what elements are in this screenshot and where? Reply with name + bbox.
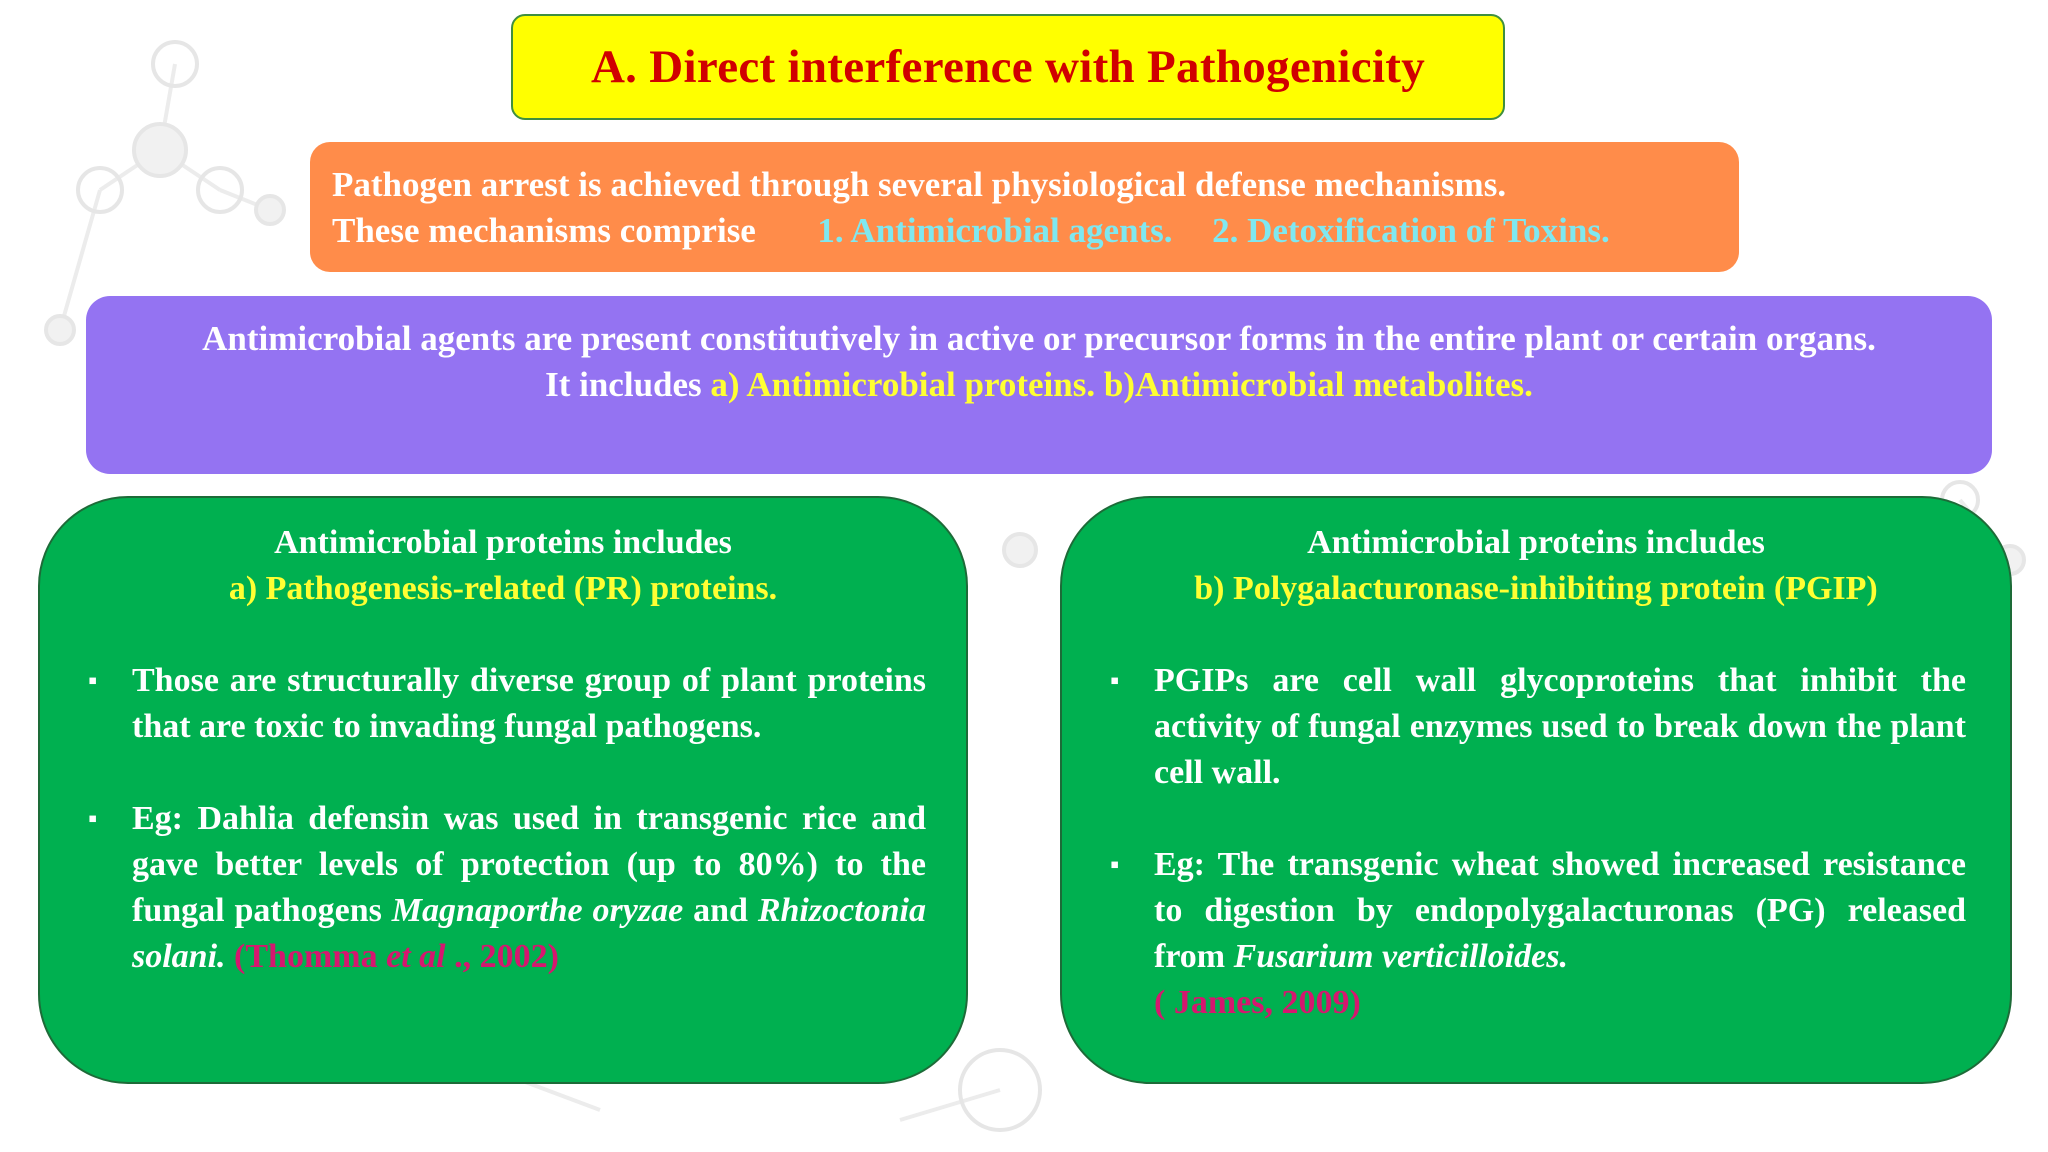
intro-box: Pathogen arrest is achieved through seve… (310, 142, 1739, 272)
list-item: ▪ Eg: Dahlia defensin was used in transg… (40, 796, 966, 980)
pr-bullet-list: ▪ Those are structurally diverse group o… (40, 658, 966, 980)
pgip-citation: ( James, 2009) (1154, 984, 1361, 1021)
pr-citation: (Thomma et al ., 2002) (234, 938, 559, 975)
intro-line-2-prefix: These mechanisms comprise (332, 211, 756, 250)
pr-bullet-2-and: and (683, 892, 758, 929)
pgip-bullet-list: ▪ PGIPs are cell wall glycoproteins that… (1062, 658, 2010, 1026)
pr-citation-author: (Thomma (234, 938, 387, 975)
pr-species-magnaporthe: Magnaporthe oryzae (391, 892, 684, 929)
agents-line-2: It includes a) Antimicrobial proteins. b… (86, 362, 1992, 408)
pgip-card: Antimicrobial proteins includes b) Polyg… (1060, 496, 2012, 1084)
intro-item-detoxification: 2. Detoxification of Toxins. (1212, 211, 1610, 250)
pr-card-heading: Antimicrobial proteins includes (274, 524, 732, 561)
bullet-square-icon: ▪ (1110, 850, 1120, 879)
pr-card-header: Antimicrobial proteins includes a) Patho… (40, 520, 966, 612)
agents-line-2-highlight: a) Antimicrobial proteins. b)Antimicrobi… (710, 365, 1533, 404)
list-item: ▪ Those are structurally diverse group o… (40, 658, 966, 750)
slide-title: A. Direct interference with Pathogenicit… (590, 41, 1426, 93)
intro-line-2: These mechanisms comprise 1. Antimicrobi… (332, 208, 1739, 254)
title-box: A. Direct interference with Pathogenicit… (511, 14, 1505, 120)
pr-species-rhizoctonia: Rhizoctonia solani. (132, 892, 927, 975)
pr-card-subheading: a) Pathogenesis-related (PR) proteins. (228, 570, 778, 607)
pgip-species-fusarium: Fusarium verticilloides. (1233, 938, 1568, 975)
antimicrobial-agents-box: Antimicrobial agents are present constit… (86, 296, 1992, 474)
bullet-square-icon: ▪ (88, 804, 98, 833)
pgip-card-header: Antimicrobial proteins includes b) Polyg… (1062, 520, 2010, 612)
bullet-square-icon: ▪ (88, 666, 98, 695)
pgip-bullet-1-text: PGIPs are cell wall glycoproteins that i… (1154, 662, 1966, 791)
pr-bullet-1-text: Those are structurally diverse group of … (132, 662, 926, 745)
pgip-card-subheading: b) Polygalacturonase-inhibiting protein … (1194, 570, 1878, 607)
list-item: ▪ PGIPs are cell wall glycoproteins that… (1062, 658, 2010, 796)
pr-citation-year: ., 2002) (445, 938, 559, 975)
pr-bullet-2-text: Eg: Dahlia defensin was used in transgen… (132, 800, 926, 929)
intro-item-antimicrobial: 1. Antimicrobial agents. (817, 211, 1173, 250)
pr-proteins-card: Antimicrobial proteins includes a) Patho… (38, 496, 968, 1084)
pr-citation-etal: et al (386, 938, 446, 975)
pgip-card-heading: Antimicrobial proteins includes (1307, 524, 1765, 561)
intro-line-1: Pathogen arrest is achieved through seve… (332, 165, 1507, 204)
pgip-bullet-2-text: Eg: The transgenic wheat showed increase… (1154, 846, 1966, 975)
agents-line-1: Antimicrobial agents are present constit… (202, 319, 1876, 358)
list-item: ▪ Eg: The transgenic wheat showed increa… (1062, 842, 2010, 1026)
bullet-square-icon: ▪ (1110, 666, 1120, 695)
agents-line-2-prefix: It includes (545, 365, 711, 404)
